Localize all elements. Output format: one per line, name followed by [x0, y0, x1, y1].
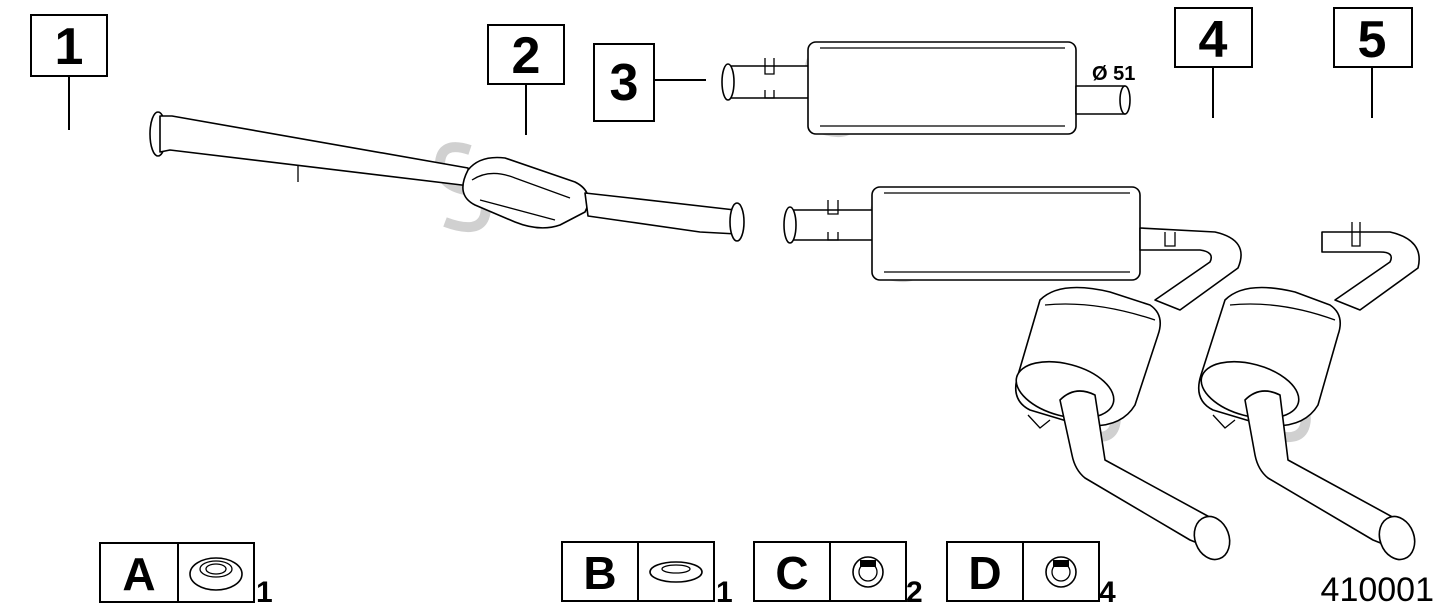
legend-item-a[interactable]: A 1	[99, 542, 273, 608]
svg-text:1: 1	[716, 576, 733, 608]
svg-text:B: B	[583, 547, 616, 599]
svg-text:4: 4	[1199, 11, 1228, 69]
flat-gasket-icon	[649, 561, 703, 583]
svg-text:4: 4	[1099, 576, 1116, 608]
clamp-ring-icon	[1045, 556, 1077, 588]
callout-1[interactable]: 1	[30, 14, 108, 130]
svg-text:C: C	[775, 547, 808, 599]
rear-muffler-assembly-4[interactable]	[783, 186, 1242, 564]
legend-item-d[interactable]: D 4	[946, 541, 1116, 608]
front-pipe-catalytic-converter[interactable]	[149, 111, 745, 242]
callout-2[interactable]: 2	[487, 24, 565, 135]
center-muffler[interactable]: Ø 51	[721, 41, 1135, 135]
svg-text:A: A	[122, 548, 155, 600]
legend-item-b[interactable]: B 1	[561, 541, 733, 608]
callout-4[interactable]: 4	[1174, 7, 1253, 118]
svg-text:2: 2	[512, 27, 541, 85]
svg-text:3: 3	[610, 54, 639, 112]
callout-3[interactable]: 3	[593, 43, 706, 122]
legend-item-c[interactable]: C 2	[753, 541, 923, 608]
svg-text:5: 5	[1358, 11, 1387, 69]
svg-text:1: 1	[55, 18, 84, 76]
clamp-ring-icon	[852, 556, 884, 588]
diameter-label: Ø 51	[1092, 63, 1135, 85]
drawing-number: 410001	[1321, 571, 1434, 608]
svg-text:1: 1	[256, 576, 273, 608]
svg-text:2: 2	[906, 576, 923, 608]
gasket-ring-icon	[189, 557, 243, 591]
rear-muffler-assembly-5[interactable]	[1195, 222, 1421, 564]
svg-text:D: D	[968, 547, 1001, 599]
callout-5[interactable]: 5	[1333, 7, 1413, 118]
